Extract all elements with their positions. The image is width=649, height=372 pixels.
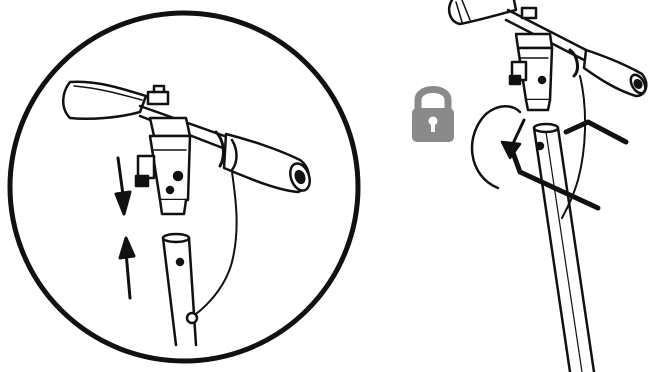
hex-key <box>509 119 629 211</box>
down-arrow <box>114 156 132 216</box>
lock-panel <box>412 0 648 372</box>
right-grip <box>214 130 311 194</box>
up-arrow <box>118 236 136 300</box>
rotation-arrow <box>470 105 526 190</box>
brake-cable-right <box>561 75 587 219</box>
left-grip <box>62 80 148 120</box>
stem-clamp-assembly <box>508 6 554 112</box>
stem-head <box>134 134 192 216</box>
lower-stem-tube <box>161 232 199 347</box>
padlock-icon <box>412 86 454 142</box>
detail-circle-panel <box>7 10 361 364</box>
stem-tube-right <box>532 122 596 372</box>
brake-cable <box>189 171 238 319</box>
